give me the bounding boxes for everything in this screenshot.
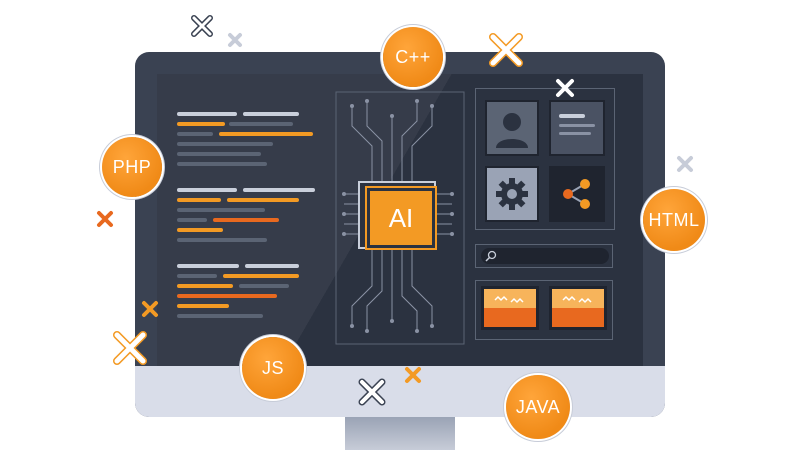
image-thumbnail[interactable]: [549, 286, 607, 330]
text-tile-line: [559, 132, 591, 135]
close-icon: [405, 367, 421, 383]
share-icon: [563, 179, 590, 209]
close-icon: [191, 15, 213, 37]
image-icon: [484, 289, 536, 327]
badge-html: HTML: [643, 189, 705, 251]
code-line: [177, 162, 267, 166]
close-icon: [489, 33, 523, 67]
code-line: [177, 132, 213, 136]
badge-java: JAVA: [506, 375, 570, 439]
text-tile-line: [559, 124, 595, 127]
code-line: [227, 198, 299, 202]
close-icon: [228, 33, 242, 47]
search-icon: [485, 250, 497, 262]
code-line: [243, 112, 299, 116]
code-line: [177, 228, 223, 232]
code-line: [223, 274, 299, 278]
image-thumbnail[interactable]: [481, 286, 539, 330]
close-icon: [113, 331, 147, 365]
code-line: [177, 304, 229, 308]
code-line: [177, 112, 237, 116]
monitor-screen: AI: [157, 74, 643, 366]
badge-js: JS: [242, 337, 304, 399]
badge-java-label: JAVA: [515, 396, 561, 417]
code-line: [177, 142, 273, 146]
ai-chip-label: AI: [388, 202, 414, 233]
ai-chip: AI: [370, 191, 432, 245]
close-icon: [97, 211, 113, 227]
code-line: [177, 122, 225, 126]
code-line: [177, 264, 239, 268]
profile-tile: [485, 100, 539, 156]
code-line: [177, 314, 263, 318]
code-line: [177, 294, 277, 298]
monitor-chin: [135, 366, 665, 417]
badge-php-label: PHP: [112, 156, 152, 177]
code-line: [177, 188, 237, 192]
code-line: [177, 152, 261, 156]
gear-icon: [496, 178, 528, 210]
gallery-frame: [475, 280, 613, 340]
close-icon: [142, 301, 158, 317]
code-line: [177, 198, 221, 202]
dashboard-frame: [475, 88, 615, 230]
code-line: [177, 274, 217, 278]
code-line: [239, 284, 289, 288]
badge-php: PHP: [102, 137, 162, 197]
close-icon: [556, 79, 574, 97]
badge-cpp-label: C++: [395, 46, 431, 67]
code-line: [245, 264, 299, 268]
badge-js-label: JS: [261, 357, 284, 378]
close-icon: [358, 378, 386, 406]
image-icon: [552, 289, 604, 327]
badge-cpp: C++: [383, 27, 443, 87]
search-frame: [475, 244, 613, 268]
code-line: [177, 238, 267, 242]
share-tile[interactable]: [549, 166, 605, 222]
text-tile: [549, 100, 605, 156]
user-icon: [496, 113, 528, 148]
code-line: [177, 218, 207, 222]
text-tile-line: [559, 114, 585, 118]
monitor-stand: [345, 417, 455, 450]
code-line: [243, 188, 315, 192]
code-line: [177, 208, 265, 212]
settings-tile[interactable]: [485, 166, 539, 222]
search-input[interactable]: [481, 248, 609, 264]
badge-html-label: HTML: [648, 209, 700, 230]
code-line: [177, 284, 233, 288]
code-line: [229, 122, 293, 126]
close-icon: [677, 156, 693, 172]
code-line: [213, 218, 279, 222]
code-line: [219, 132, 313, 136]
